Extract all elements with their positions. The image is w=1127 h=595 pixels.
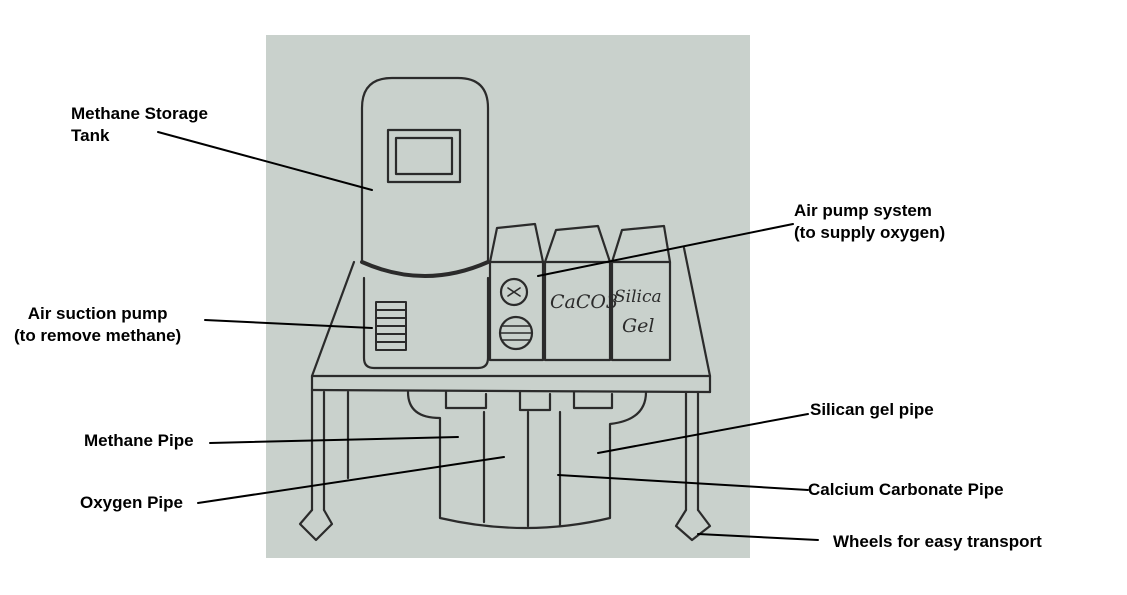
label-oxygen-pipe-line1: Oxygen Pipe <box>80 492 183 514</box>
label-air-suction-line1: Air suction pump <box>14 303 181 325</box>
label-air-pump-line1: Air pump system <box>794 200 945 222</box>
label-air-pump-line2: (to supply oxygen) <box>794 222 945 244</box>
label-air-suction-line2: (to remove methane) <box>14 325 181 347</box>
label-wheels-line1: Wheels for easy transport <box>833 531 1042 553</box>
label-oxygen-pipe: Oxygen Pipe <box>80 492 183 514</box>
label-methane-tank-line2: Tank <box>71 125 208 147</box>
pump-coil <box>376 302 406 350</box>
silica-container-label-1: Silica <box>614 287 662 307</box>
label-methane-pipe-line1: Methane Pipe <box>84 430 194 452</box>
label-air-pump: Air pump system (to supply oxygen) <box>794 200 945 244</box>
label-methane-tank-line1: Methane Storage <box>71 103 208 125</box>
label-silica-pipe-line1: Silican gel pipe <box>810 399 934 421</box>
silica-container-label-2: Gel <box>622 315 655 337</box>
label-calcium-pipe-line1: Calcium Carbonate Pipe <box>808 479 1004 501</box>
label-wheels: Wheels for easy transport <box>833 531 1042 553</box>
label-calcium-pipe: Calcium Carbonate Pipe <box>808 479 1004 501</box>
label-air-suction: Air suction pump (to remove methane) <box>14 303 181 347</box>
label-silica-pipe: Silican gel pipe <box>810 399 934 421</box>
label-methane-tank: Methane Storage Tank <box>71 103 208 147</box>
label-methane-pipe: Methane Pipe <box>84 430 194 452</box>
calcium-container-label: CaCO3 <box>550 291 618 313</box>
